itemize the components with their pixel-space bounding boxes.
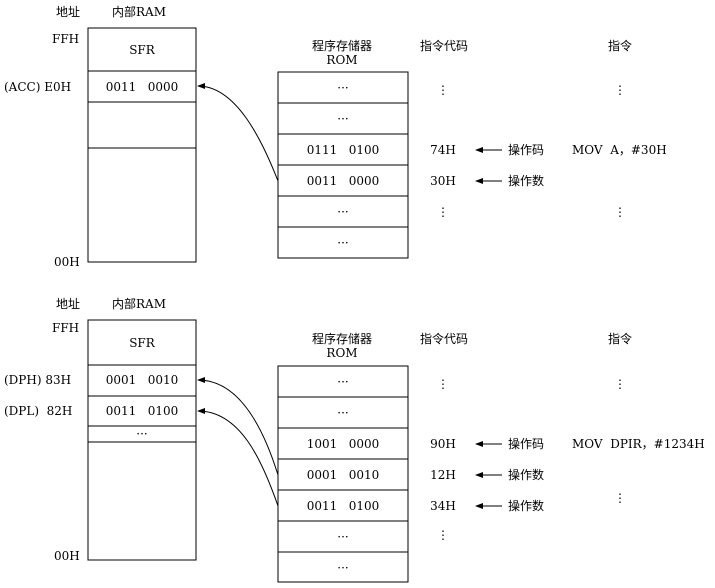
top-rom-title: 程序存储器 xyxy=(312,38,372,53)
bottom-ram-box xyxy=(87,319,197,561)
top-instr-header: 指令 xyxy=(608,38,632,53)
bottom-rom-cell: ··· xyxy=(337,375,348,389)
bottom-code: 12H xyxy=(430,468,456,482)
bottom-diagram: 地址 内部RAM FFH SFR (DPH) 83H 0001 0010 (DP… xyxy=(4,296,705,583)
top-ram-header: 内部RAM xyxy=(112,4,166,19)
bottom-rom-cell: 1001 0000 xyxy=(307,437,380,451)
top-rom-title-rom: ROM xyxy=(326,53,357,67)
bottom-arrow-label: 操作数 xyxy=(508,498,544,513)
top-addr-ffh: FFH xyxy=(52,32,79,46)
top-acc-label: (ACC) E0H xyxy=(4,80,71,94)
bottom-ram-dots: ··· xyxy=(136,427,147,441)
top-sfr-label: SFR xyxy=(129,43,156,57)
top-addr-00h: 00H xyxy=(54,255,80,269)
bottom-addr-ffh: FFH xyxy=(52,321,79,335)
bottom-sfr-label: SFR xyxy=(129,336,156,350)
bottom-code: 34H xyxy=(430,499,456,513)
bottom-code: 90H xyxy=(430,437,456,451)
bottom-instruction: MOV DPIR，#1234H xyxy=(572,437,705,451)
bottom-code-header: 指令代码 xyxy=(420,331,468,346)
bottom-rom-cell: ··· xyxy=(337,406,348,420)
top-rom-cell: ··· xyxy=(337,236,348,250)
bottom-addr-header: 地址 xyxy=(56,297,80,311)
top-code-header: 指令代码 xyxy=(420,38,468,53)
top-rom-cell: ··· xyxy=(337,81,348,95)
top-arrow-label: 操作数 xyxy=(508,173,544,188)
top-transfer-curve xyxy=(197,83,279,182)
top-rom-cell: 0111 0100 xyxy=(307,143,380,157)
top-code: 30H xyxy=(430,174,456,188)
bottom-rom-cell: 0011 0100 xyxy=(307,499,380,513)
bottom-transfer-curve-dph xyxy=(197,377,279,476)
bottom-addr-00h: 00H xyxy=(54,549,80,563)
bottom-rom-cell: 0001 0010 xyxy=(307,468,380,482)
top-acc-value: 0011 0000 xyxy=(106,80,179,94)
bottom-instruction: ⋮ xyxy=(614,377,626,391)
bottom-code: ⋮ xyxy=(437,528,449,542)
bottom-code: ⋮ xyxy=(437,377,449,391)
top-instruction: ⋮ xyxy=(614,83,626,97)
bottom-rom-title: 程序存储器 xyxy=(312,331,372,346)
top-instruction: ⋮ xyxy=(614,205,626,219)
top-rom-cell: 0011 0000 xyxy=(307,174,380,188)
bottom-dph-label: (DPH) 83H xyxy=(4,373,71,387)
top-rom-cell: ··· xyxy=(337,205,348,219)
bottom-dpl-value: 0011 0100 xyxy=(106,404,179,418)
top-ram-box xyxy=(87,27,197,263)
bottom-rom-title-rom: ROM xyxy=(326,346,357,360)
bottom-instruction: ⋮ xyxy=(614,491,626,505)
bottom-transfer-curve-dpl xyxy=(197,408,279,507)
bottom-arrow-label: 操作数 xyxy=(508,467,544,482)
bottom-ram-header: 内部RAM xyxy=(112,296,166,311)
top-instruction: MOV A，#30H xyxy=(572,143,667,157)
top-diagram: 地址 内部RAM FFH SFR (ACC) E0H 0011 0000 00H… xyxy=(4,4,667,269)
bottom-rom-cell: ··· xyxy=(337,561,348,575)
top-code: ⋮ xyxy=(437,83,449,97)
top-code: 74H xyxy=(430,143,456,157)
top-code: ⋮ xyxy=(437,205,449,219)
bottom-rom-cell: ··· xyxy=(337,530,348,544)
top-addr-header: 地址 xyxy=(56,5,80,19)
top-arrow-label: 操作码 xyxy=(508,142,544,157)
top-rom-cell: ··· xyxy=(337,112,348,126)
bottom-instr-header: 指令 xyxy=(608,331,632,346)
bottom-dph-value: 0001 0010 xyxy=(106,373,179,387)
bottom-dpl-label: (DPL) 82H xyxy=(4,404,72,418)
bottom-arrow-label: 操作码 xyxy=(508,436,544,451)
